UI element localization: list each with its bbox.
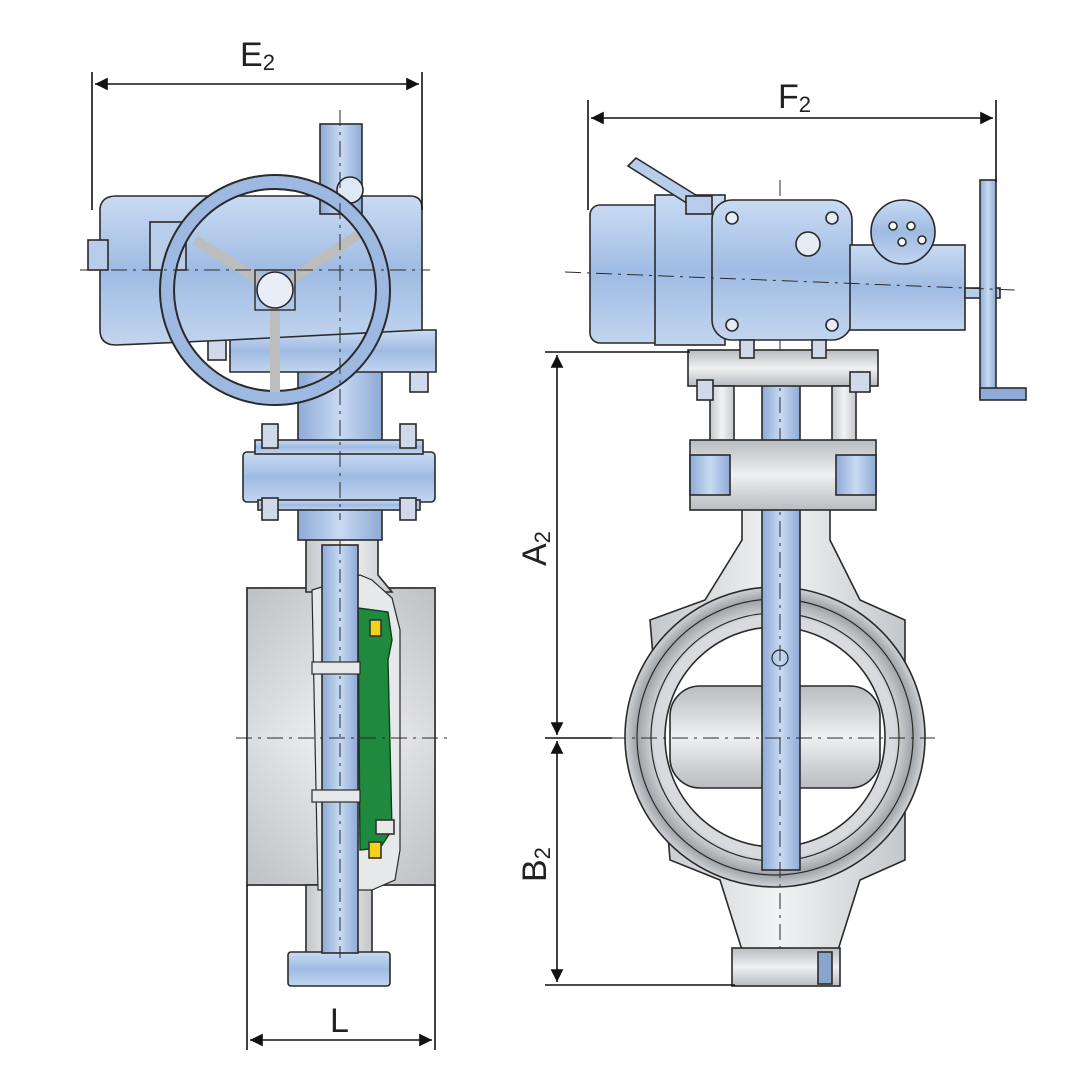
seal-insert-bottom — [368, 841, 382, 859]
label-b2-sub: 2 — [530, 847, 555, 859]
label-e2-main: E — [240, 36, 263, 74]
seal-ring — [357, 607, 393, 851]
label-l-main: L — [330, 1002, 349, 1040]
label-l: L — [330, 1002, 349, 1040]
label-e2: E2 — [240, 36, 275, 75]
label-b2: B2 — [516, 847, 555, 882]
yoke-bracket — [687, 349, 879, 511]
mounting-flange-front — [242, 451, 436, 503]
dimensions — [91, 72, 997, 1050]
valve-shaft-side — [761, 354, 801, 871]
label-a2-main: A — [516, 543, 554, 566]
gear-indicator — [870, 199, 936, 265]
handwheel[interactable] — [159, 174, 391, 406]
label-e2-sub: 2 — [263, 50, 275, 75]
front-view — [80, 110, 452, 987]
label-f2: F2 — [778, 78, 811, 117]
label-a2-sub: 2 — [530, 531, 555, 543]
disc-ring — [624, 586, 926, 888]
flange-bolts-front — [207, 339, 429, 521]
side-view — [564, 156, 1027, 987]
dimension-labels: E2 F2 A2 B2 L — [240, 36, 811, 1040]
label-f2-sub: 2 — [799, 92, 811, 117]
handwheel-side[interactable] — [964, 179, 1027, 401]
lever-handle[interactable] — [626, 156, 714, 216]
label-a2: A2 — [516, 531, 555, 566]
seal-insert-top — [369, 619, 382, 637]
label-b2-main: B — [516, 859, 554, 882]
label-f2-main: F — [778, 78, 799, 116]
actuator-housing-side — [589, 194, 966, 359]
